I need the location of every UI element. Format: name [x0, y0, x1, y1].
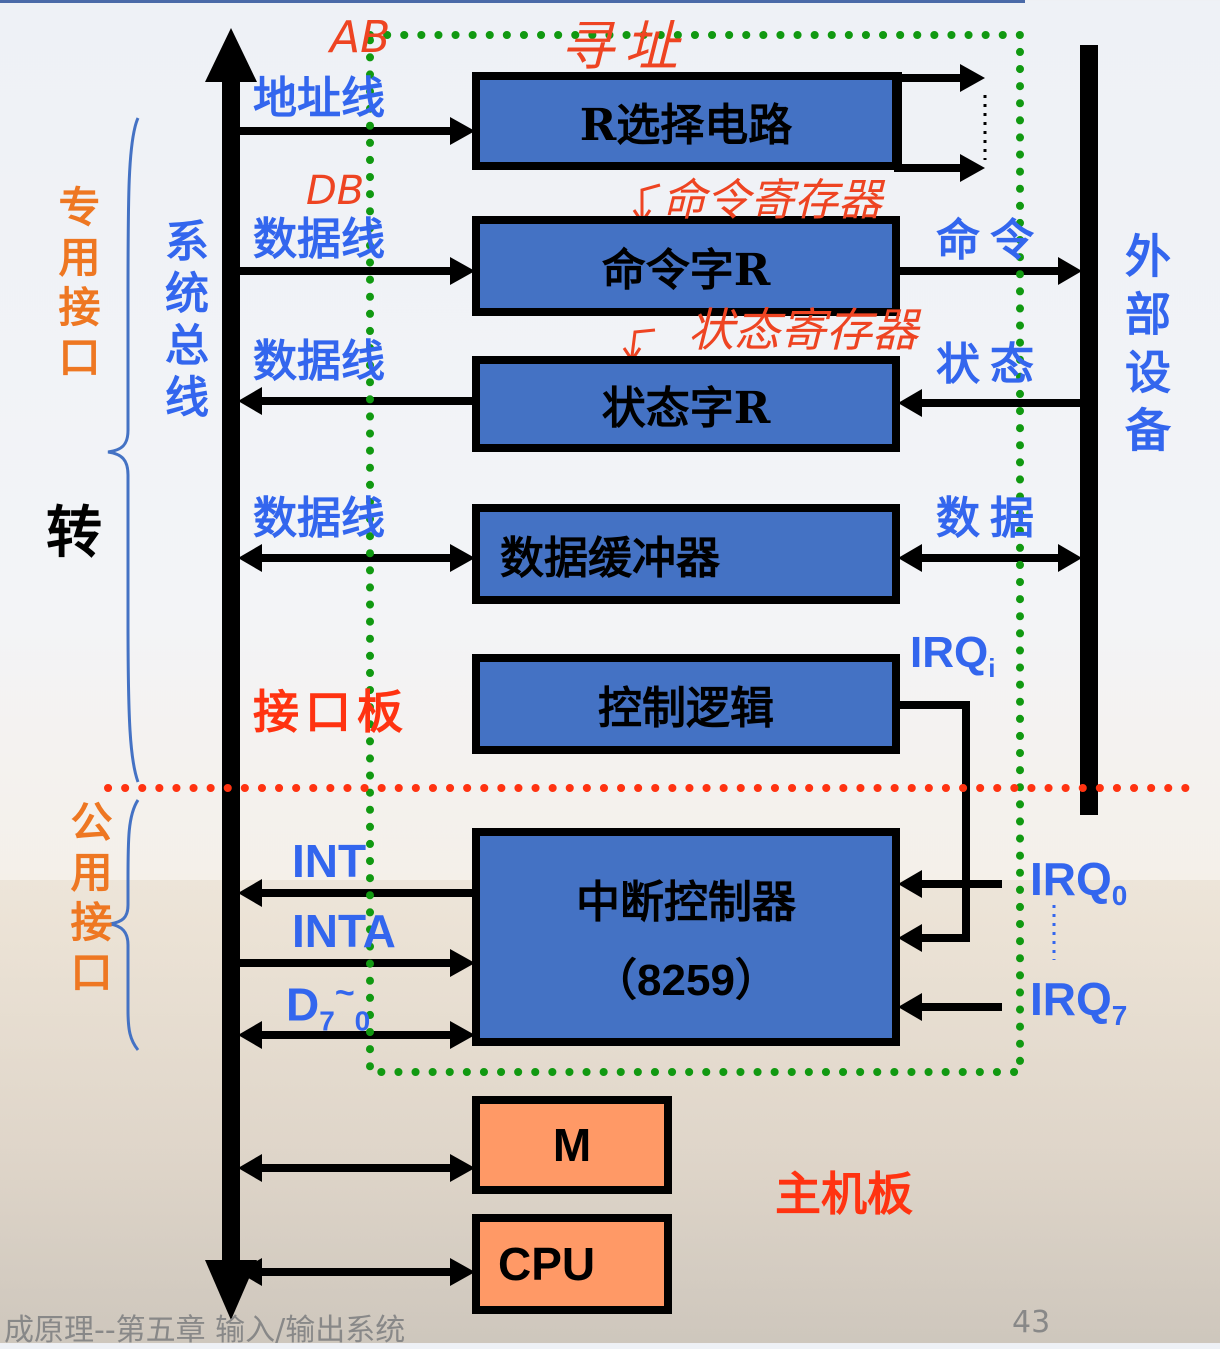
command-label: 命令 [936, 215, 1044, 266]
interrupt-controller-model: （8259） [593, 956, 779, 1005]
status-register-annotation: 状态寄存器 [688, 303, 918, 357]
data-label: 数据 [936, 493, 1044, 544]
data-line-label-3: 数据线 [253, 493, 385, 544]
slide-top-bar [0, 0, 1025, 3]
status-word-register-label: 状态字R [601, 383, 771, 434]
data-line-command-arrow [240, 257, 475, 285]
db-annotation: DB [306, 168, 365, 214]
transfer-char: 转 [46, 500, 102, 566]
memory-arrow [238, 1154, 475, 1182]
irq-0-label: IRQ0 [1030, 852, 1127, 912]
dedicated-interface-brace [107, 117, 140, 783]
d7-0-sub0: 0 [354, 1005, 371, 1037]
irq-7-main: IRQ [1030, 973, 1112, 1025]
data-line-buffer-arrow [238, 544, 475, 572]
irq0-arrow [898, 870, 1002, 898]
slide-page-number: 43 [1012, 1305, 1051, 1340]
cpu-arrow [238, 1258, 475, 1286]
cpu-box: CPU [472, 1214, 672, 1314]
irq7-arrow [898, 993, 1002, 1021]
status-arrow [898, 389, 1080, 417]
public-interface-brace [109, 799, 140, 1051]
addressing-annotation: 寻址 [560, 15, 688, 78]
d7-0-label: D7~0 [286, 974, 370, 1038]
main-board-label: 主机板 [775, 1167, 913, 1221]
dedicated-interface-label: 专用接口 [52, 185, 101, 385]
irq-i-sub: i [988, 652, 996, 683]
interrupt-controller-box: 中断控制器 （8259） [472, 828, 900, 1046]
r-select-output-arrows [894, 64, 987, 182]
data-line-label-2: 数据线 [253, 336, 385, 387]
irq-i-label: IRQi [910, 628, 995, 684]
d7-0-main: D [286, 978, 320, 1031]
d7-0-arrow [238, 1021, 475, 1049]
interface-board-border [366, 31, 1024, 1076]
irq-0-sub: 0 [1111, 880, 1128, 912]
public-interface-label: 公用接口 [64, 800, 113, 1000]
data-buffer-label: 数据缓冲器 [500, 533, 720, 584]
control-logic-box: 控制逻辑 [472, 654, 900, 754]
address-line-arrow [240, 117, 475, 145]
command-arrow [898, 257, 1082, 285]
system-bus-label: 系统总线 [157, 218, 208, 426]
data-arrow [898, 544, 1082, 572]
interface-board-label: 接口板 [253, 685, 409, 739]
memory-box: M [472, 1096, 672, 1194]
system-bus-arrow-up [205, 28, 257, 82]
d7-0-sub7: 7 [319, 1005, 335, 1037]
int-arrow [238, 879, 475, 907]
slide-footer-title: 成原理--第五章 输入/输出系统 [4, 1313, 406, 1348]
ab-annotation: AB [330, 12, 391, 63]
data-line-status-arrow [238, 387, 475, 415]
address-line-label: 地址线 [253, 73, 385, 124]
command-register-annotation: 命令寄存器 [662, 175, 882, 226]
d7-0-tilde: ~ [334, 974, 355, 1012]
inta-arrow [240, 949, 475, 977]
interrupt-controller-label: 中断控制器 [576, 877, 796, 928]
irq-0-main: IRQ [1030, 853, 1112, 905]
r-select-circuit-box: R选择电路 [472, 72, 900, 170]
command-word-register-box: 命令字R [472, 216, 900, 316]
cpu-label: CPU [498, 1238, 596, 1290]
r-select-circuit-label: R选择电路 [579, 100, 793, 151]
irq-i-main: IRQ [910, 628, 989, 677]
command-word-register-label: 命令字R [601, 245, 771, 296]
irq-i-connector [898, 701, 970, 952]
irq-7-sub: 7 [1111, 1000, 1128, 1032]
irq-7-label: IRQ7 [1030, 972, 1127, 1032]
status-word-register-box: 状态字R [472, 356, 900, 452]
external-device-label: 外部设备 [1118, 232, 1172, 464]
control-logic-label: 控制逻辑 [598, 683, 774, 734]
status-label: 状态 [936, 339, 1044, 390]
data-buffer-box: 数据缓冲器 [472, 504, 900, 604]
int-label: INT [292, 835, 367, 887]
inta-label: INTA [292, 905, 396, 957]
period-char: 。 [0, 1180, 30, 1252]
memory-label: M [552, 1119, 592, 1171]
data-line-label-1: 数据线 [253, 214, 385, 265]
system-bus-line [222, 75, 240, 1295]
external-device-bus [1080, 45, 1098, 815]
